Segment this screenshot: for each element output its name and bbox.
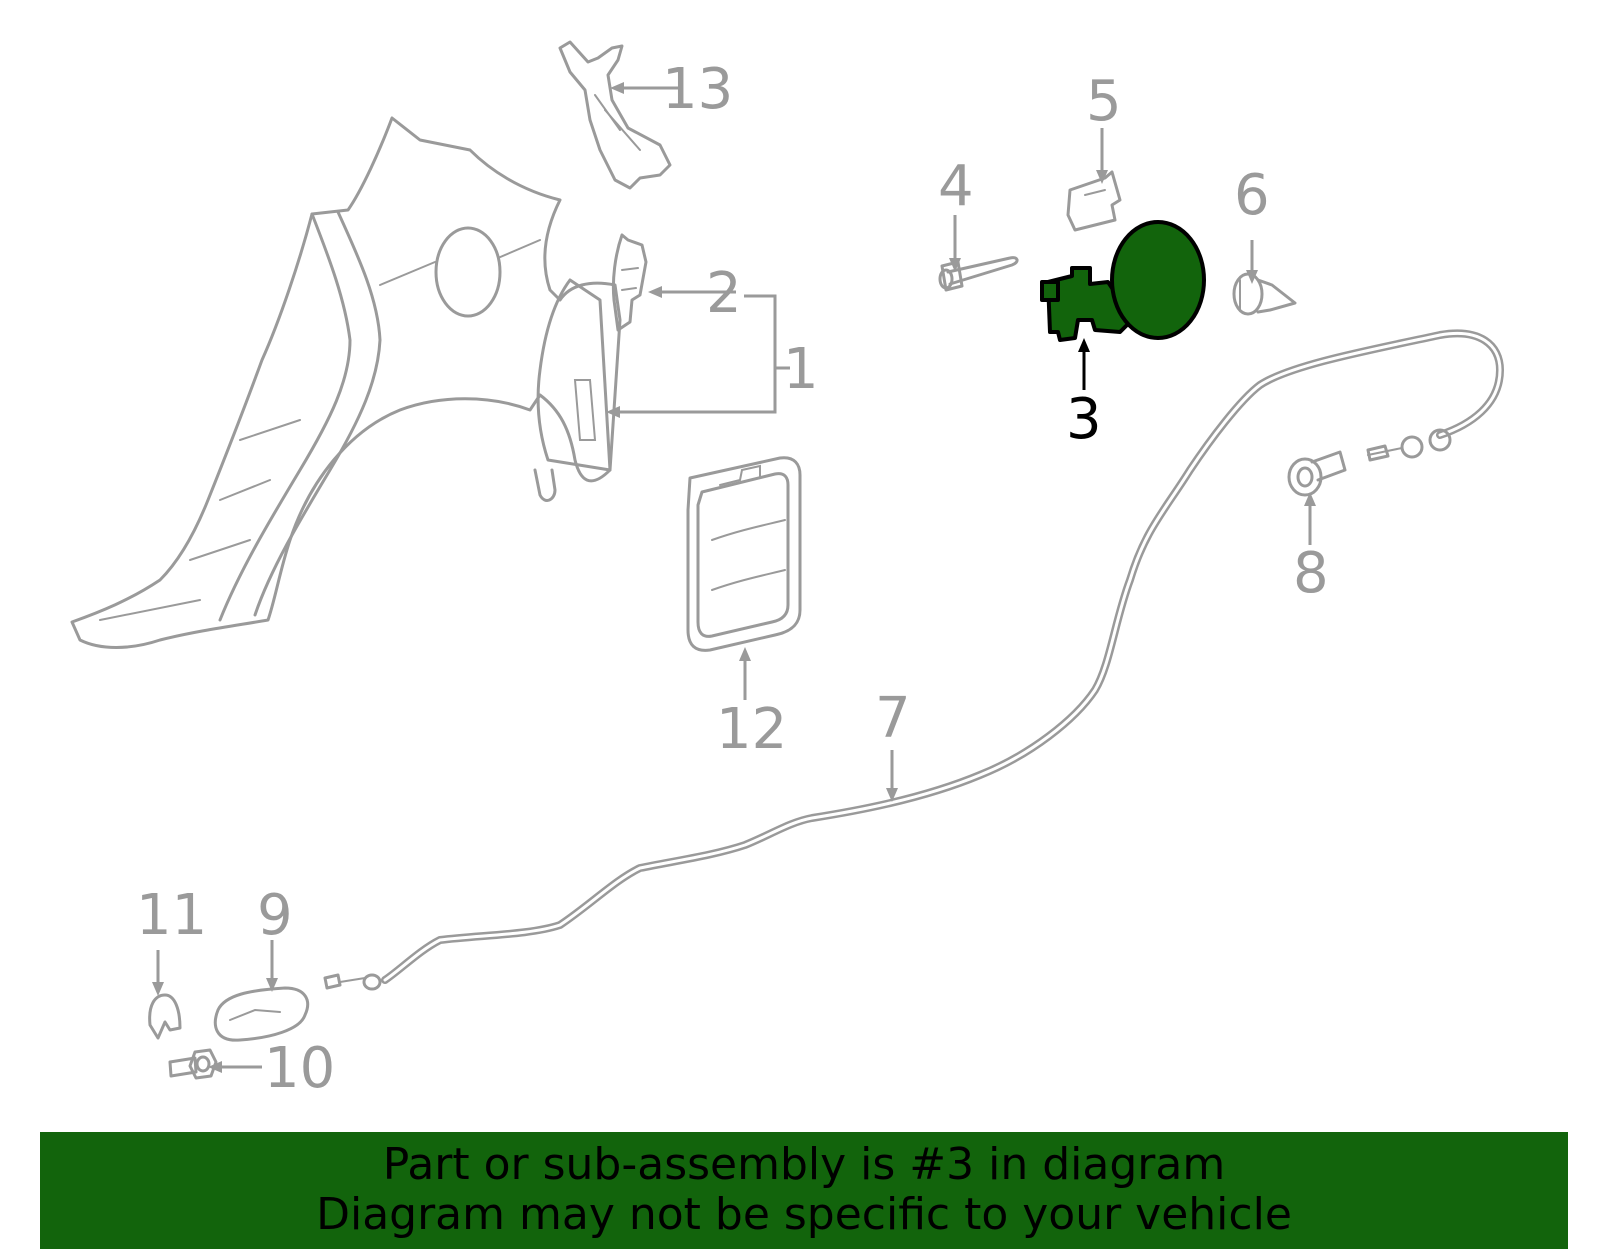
callout-10: 10 <box>264 1036 335 1101</box>
part-7-release-cable <box>323 329 1504 991</box>
callout-3: 3 <box>1066 387 1102 452</box>
banner-line-2: Diagram may not be specific to your vehi… <box>316 1189 1292 1240</box>
part-3-fuel-door <box>1040 220 1206 342</box>
part-10-screw <box>168 1048 218 1080</box>
callout-11: 11 <box>136 883 207 948</box>
part-13-upper-bracket <box>558 40 672 190</box>
callout-13: 13 <box>662 57 733 122</box>
callout-4: 4 <box>938 154 974 219</box>
callout-6: 6 <box>1234 163 1270 228</box>
callout-8: 8 <box>1293 541 1329 606</box>
callout-5: 5 <box>1086 69 1122 134</box>
leader-lines <box>152 82 1316 1073</box>
part-5-clip <box>1066 170 1122 232</box>
part-6-push-clip <box>1232 272 1297 316</box>
callout-12: 12 <box>716 697 787 762</box>
banner-line-1: Part or sub-assembly is #3 in diagram <box>382 1139 1226 1190</box>
callout-2: 2 <box>706 261 742 326</box>
callout-9: 9 <box>257 883 293 948</box>
part-9-release-handle <box>213 986 310 1042</box>
callout-7: 7 <box>875 686 911 751</box>
part-1-quarter-panel <box>70 116 622 649</box>
info-banner: Part or sub-assembly is #3 in diagram Di… <box>40 1132 1568 1249</box>
callout-1: 1 <box>783 337 819 402</box>
part-12-housing <box>686 456 802 652</box>
part-2-bracket <box>611 233 648 332</box>
part-11-cap <box>148 993 182 1040</box>
part-8-grommet <box>1287 450 1347 497</box>
